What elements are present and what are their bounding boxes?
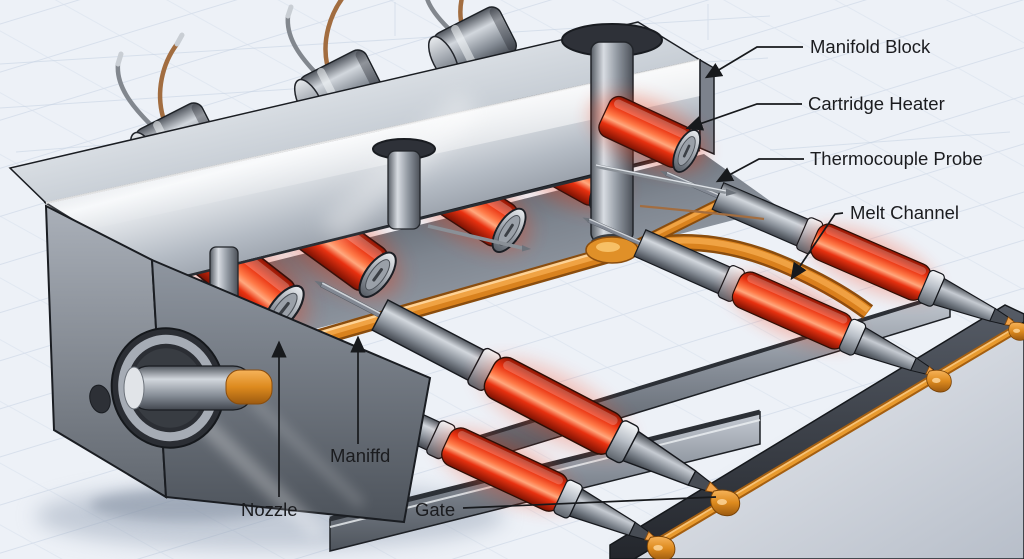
support-pin	[387, 150, 421, 230]
label-melt-channel: Melt Channel	[850, 202, 959, 223]
leader-thermocouple-probe	[715, 158, 804, 183]
label-cartridge-heater: Cartridge Heater	[808, 93, 945, 114]
side-bore-hole	[89, 384, 111, 414]
label-gate: Gate	[415, 499, 455, 520]
leader-cartridge-heater	[685, 103, 802, 131]
label-thermocouple-probe: Thermocouple Probe	[810, 148, 983, 169]
leader-gate	[462, 496, 717, 509]
leader-manifold-block	[704, 46, 803, 79]
thermocouple-tip	[726, 188, 737, 196]
thermocouple-probes	[427, 164, 765, 252]
left-block	[44, 204, 432, 541]
label-manifold-block: Manifold Block	[810, 36, 931, 57]
gate-melt-drop	[646, 535, 676, 559]
leader-melt-channel	[790, 212, 844, 281]
annotations: Manifold Block Cartridge Heater Thermoco…	[241, 36, 983, 520]
heater-connectors	[115, 0, 521, 185]
label-nozzle: Nozzle	[241, 499, 298, 520]
melt-inlet-plug	[225, 369, 273, 405]
label-manifold: Maniffd	[330, 445, 390, 466]
connector-wires	[115, 0, 464, 127]
thermocouple-wire	[639, 204, 765, 221]
